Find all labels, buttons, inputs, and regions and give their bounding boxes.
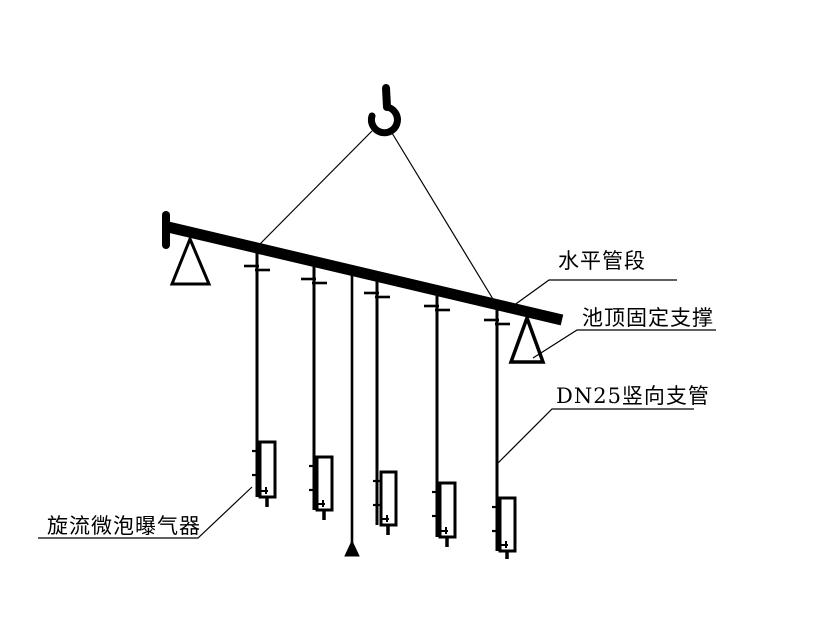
aerator-unit xyxy=(309,455,334,520)
union-tick xyxy=(244,264,270,272)
leader-horizontal-pipe xyxy=(512,279,677,307)
sling-lines xyxy=(257,130,497,305)
horizontal-pipe xyxy=(162,211,564,326)
aerator-unit xyxy=(373,470,398,535)
horizontal-pipe-body xyxy=(166,221,564,326)
label-horizontal-pipe: 水平管段 xyxy=(558,249,646,273)
sling-line-left xyxy=(257,130,373,247)
leader-aerator xyxy=(38,486,253,539)
label-pool-top-support: 池顶固定支撑 xyxy=(582,306,714,330)
leader-vertical-branch xyxy=(496,408,694,465)
leader-lines xyxy=(38,279,716,539)
aerator-unit xyxy=(492,496,517,559)
union-tick xyxy=(364,291,390,299)
right-support-triangle xyxy=(508,312,546,364)
aerator-unit xyxy=(252,440,277,507)
label-aerator: 旋流微泡曝气器 xyxy=(47,514,201,538)
center-drop-pipe xyxy=(344,268,360,557)
lifting-hook-icon xyxy=(367,84,401,137)
plumb-weight xyxy=(344,539,360,557)
union-tick xyxy=(484,318,510,326)
branch-pipes xyxy=(255,248,499,551)
aerator-unit xyxy=(432,481,457,547)
aerator-units xyxy=(252,440,517,559)
left-support-triangle xyxy=(169,235,212,286)
label-vertical-branch-pipe: DN25竖向支管 xyxy=(556,384,710,408)
sling-line-right xyxy=(391,132,497,305)
union-tick xyxy=(301,277,327,285)
union-tick xyxy=(424,304,450,312)
leader-pool-top-support xyxy=(532,329,716,359)
hook-curve xyxy=(367,103,401,137)
pipe-union-ticks xyxy=(244,264,510,326)
